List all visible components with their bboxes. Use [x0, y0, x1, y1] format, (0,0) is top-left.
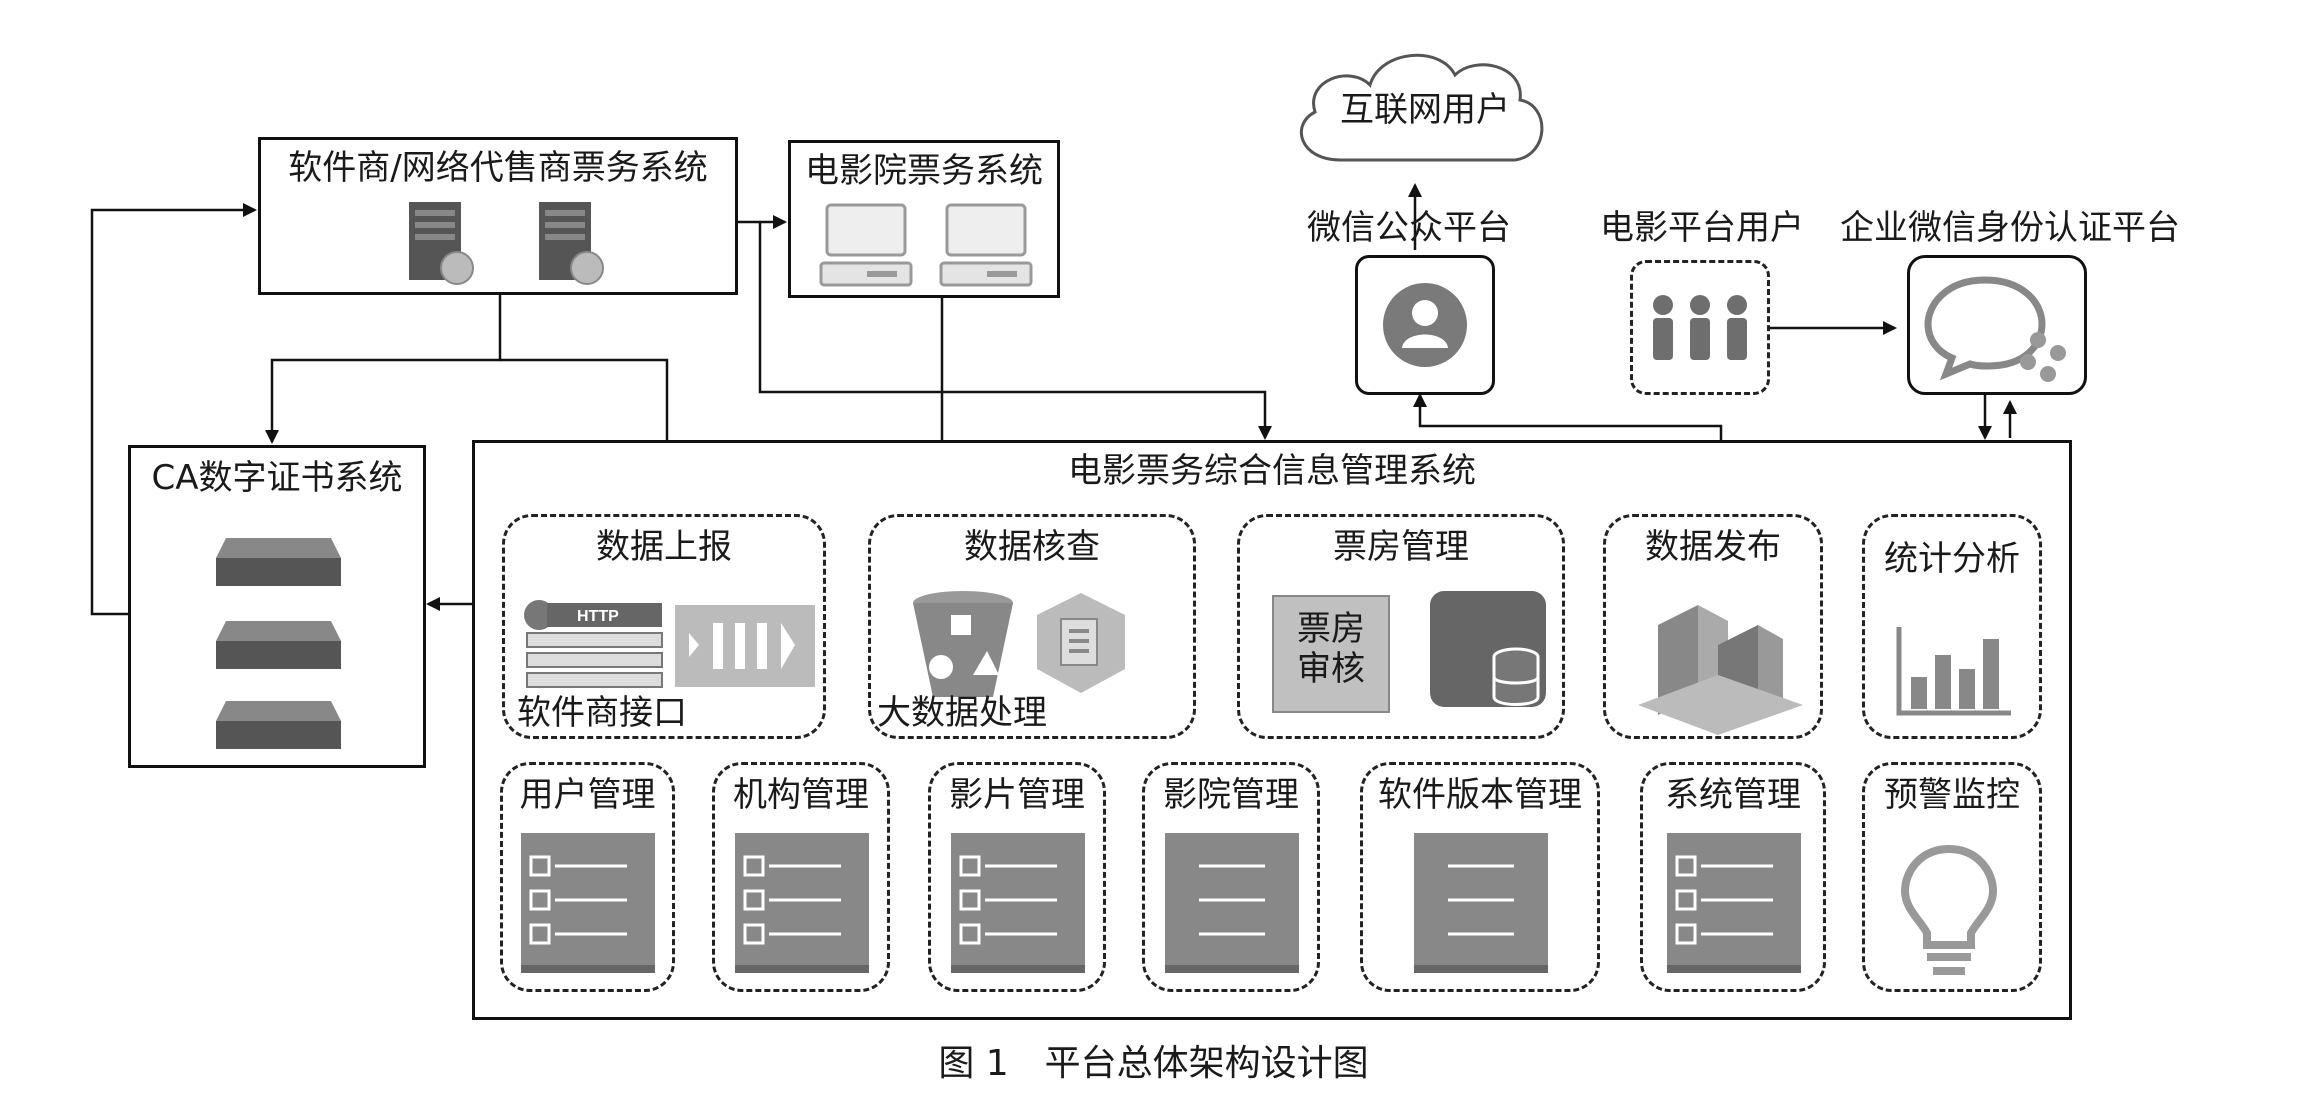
film-mgmt-title: 影片管理 — [949, 775, 1085, 815]
bar-chart-icon — [1896, 627, 2011, 716]
vendor-to-ca-line — [265, 292, 502, 444]
module-film-mgmt: 影片管理 — [928, 762, 1106, 992]
checklist-icon — [951, 833, 1085, 973]
box-office-review: 票房 审核 — [1272, 595, 1390, 713]
module-data-check: 数据核查 大数据处理 — [868, 514, 1196, 739]
box-office-review-label: 票房 审核 — [1297, 609, 1365, 689]
module-box-office: 票房管理 票房 审核 — [1237, 514, 1565, 739]
big-data-icon — [913, 591, 1125, 697]
stats-title: 统计分析 — [1884, 539, 2020, 579]
list-icon — [1165, 833, 1299, 973]
module-data-report: 数据上报 HTTP 软件商接口 — [502, 514, 826, 739]
user-mgmt-title: 用户管理 — [519, 775, 656, 815]
cinema-ticketing-box: 电影院票务系统 — [788, 140, 1060, 298]
database-icon — [1430, 591, 1546, 707]
cloud-label: 互联网用户 — [1340, 90, 1510, 130]
module-warning: 预警监控 — [1862, 762, 2042, 992]
movie-users-title: 电影平台用户 — [1600, 208, 1804, 248]
software-version-mgmt-title: 软件版本管理 — [1378, 775, 1582, 815]
figure-caption: 图 1 平台总体架构设计图 — [938, 1043, 1369, 1084]
module-cinema-mgmt: 影院管理 — [1142, 762, 1320, 992]
data-check-title: 数据核查 — [964, 527, 1100, 567]
cloud-icon — [1299, 53, 1544, 162]
user-avatar-icon — [1383, 283, 1467, 367]
warning-title: 预警监控 — [1884, 775, 2020, 815]
software-vendor-box: 软件商/网络代售商票务系统 — [258, 137, 738, 295]
module-org-mgmt: 机构管理 — [712, 762, 890, 992]
data-publish-title: 数据发布 — [1645, 527, 1781, 567]
list-icon — [1414, 833, 1548, 973]
http-label: HTTP — [577, 608, 619, 625]
enterprise-wechat-title: 企业微信身份认证平台 — [1840, 208, 2180, 248]
system-mgmt-title: 系统管理 — [1665, 775, 1801, 815]
cinema-mgmt-title: 影院管理 — [1163, 775, 1299, 815]
vendor-to-main-line — [758, 222, 1272, 440]
checklist-icon — [1667, 833, 1801, 973]
checklist-icon — [521, 833, 655, 973]
box-office-title: 票房管理 — [1333, 527, 1469, 567]
ca-system-title: CA数字证书系统 — [151, 458, 403, 498]
module-software-version-mgmt: 软件版本管理 — [1360, 762, 1600, 992]
computer-icons — [819, 203, 1033, 287]
module-system-mgmt: 系统管理 — [1640, 762, 1826, 992]
enterprise-wechat-box — [1907, 255, 2087, 395]
building-icon — [1638, 605, 1803, 735]
data-report-sub: 软件商接口 — [517, 693, 687, 733]
ca-server-icons — [216, 538, 341, 749]
org-mgmt-title: 机构管理 — [733, 775, 869, 815]
wechat-public-box — [1355, 255, 1495, 395]
http-interface-icon: HTTP — [524, 600, 815, 688]
wechat-public-title: 微信公众平台 — [1307, 208, 1511, 248]
software-vendor-title: 软件商/网络代售商票务系统 — [288, 148, 708, 188]
ca-to-vendor-line — [90, 203, 257, 616]
main-system-title: 电影票务综合信息管理系统 — [1068, 451, 1476, 491]
module-data-publish: 数据发布 — [1603, 514, 1823, 739]
server-icons — [409, 202, 604, 285]
checklist-icon — [735, 833, 869, 973]
people-icon — [1653, 295, 1747, 360]
module-user-mgmt: 用户管理 — [500, 762, 675, 992]
data-report-title: 数据上报 — [596, 527, 732, 567]
module-stats: 统计分析 — [1862, 514, 2042, 739]
movie-users-box — [1630, 260, 1770, 395]
wechat-work-icon — [1924, 276, 2066, 382]
ca-system-box: CA数字证书系统 — [128, 445, 426, 768]
cinema-ticketing-title: 电影院票务系统 — [805, 151, 1043, 191]
lightbulb-icon — [1900, 844, 1998, 975]
data-check-sub: 大数据处理 — [877, 693, 1047, 733]
